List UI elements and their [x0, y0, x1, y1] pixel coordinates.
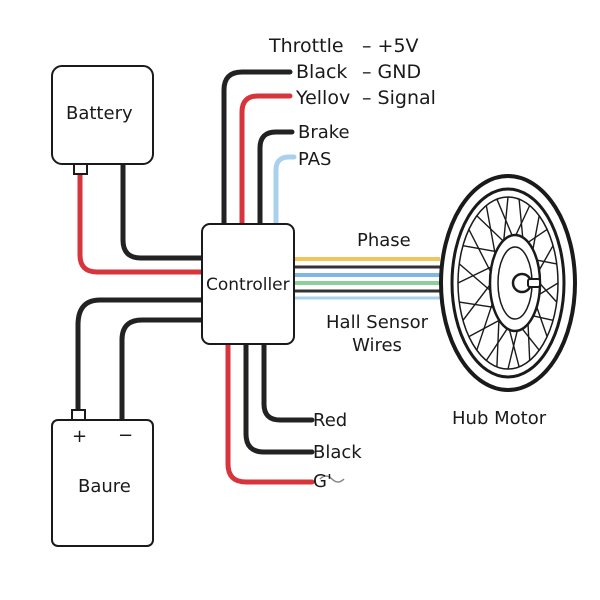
controller-box [201, 223, 295, 345]
bottom-black-wire-2 [243, 341, 315, 455]
brake-label: Brake [298, 122, 350, 143]
bottom-battery-black-wire-1 [75, 297, 207, 415]
black-top-label: Black [296, 61, 348, 83]
throttle-red-wire [239, 93, 293, 227]
battery-bottom-box [51, 419, 154, 547]
controller-label: Controller [206, 275, 290, 295]
black-bottom-label: Black [313, 442, 362, 463]
battery-bottom-terminal [71, 409, 86, 421]
signal-label: – Signal [362, 87, 436, 109]
hall-sensor-line1: Hall Sensor [326, 312, 428, 333]
gnd-label: – GND [362, 61, 422, 83]
battery-bottom-minus: − [118, 425, 134, 446]
throttle-label: Throttle [269, 35, 344, 57]
battery-top-box [51, 65, 154, 165]
throttle-black-wire [221, 69, 293, 227]
battery-top-terminal [73, 163, 88, 175]
battery-red-wire [77, 169, 207, 275]
pas-label: PAS [298, 149, 332, 170]
bottom-black-wire-1 [261, 341, 315, 423]
g-connector [319, 475, 345, 483]
red-label: Red [313, 410, 348, 431]
hall-sensor-line2: Wires [352, 335, 402, 356]
g-label: G' [313, 471, 332, 492]
phase-label: Phase [357, 230, 411, 251]
hub-motor-label: Hub Motor [452, 408, 547, 429]
battery-bottom-plus: + [72, 426, 88, 447]
pas-wire [273, 154, 297, 227]
battery-black-wire [120, 157, 207, 261]
bottom-battery-black-wire-2 [119, 317, 207, 423]
yellow-label: Yellov [296, 87, 351, 109]
hub-motor-wheel [439, 174, 577, 392]
battery-bottom-label: Baure [78, 476, 131, 497]
plus5v-label: – +5V [362, 35, 419, 57]
brake-wire [257, 129, 295, 227]
battery-top-label: Battery [66, 103, 133, 124]
hall-sensor-label: Hall Sensor Wires [322, 311, 432, 357]
bottom-red-wire [225, 341, 315, 485]
